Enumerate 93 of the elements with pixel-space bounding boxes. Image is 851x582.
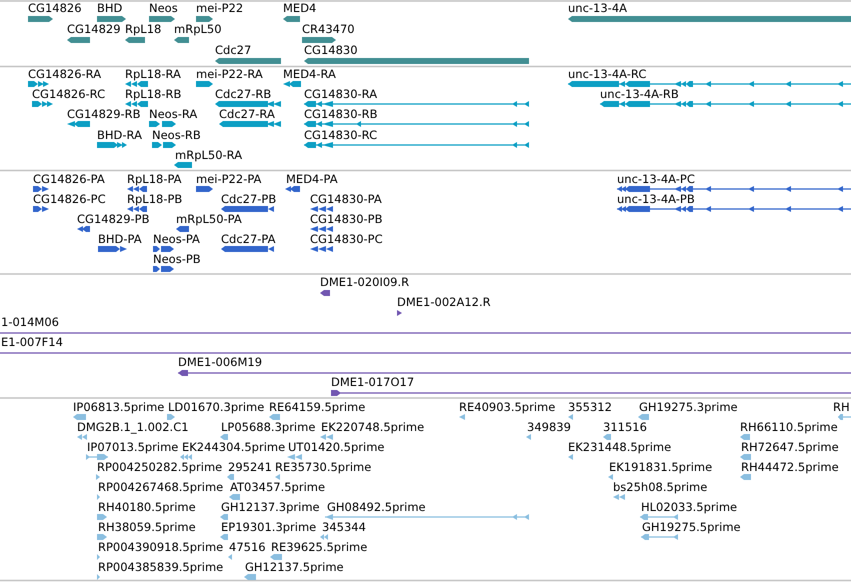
feature-label: RP004385839.5prime: [98, 560, 224, 574]
feature-label: LP05688.3prime: [221, 420, 316, 434]
feature-label: CG14830-RB: [304, 108, 378, 122]
feature-label: AT03457.5prime: [230, 480, 326, 494]
feature-label: RH44472.5prime: [741, 460, 839, 474]
feature-label: GH19275.3prime: [639, 400, 738, 414]
feature-label: Cdc27: [215, 44, 252, 57]
feature-label: RH72647.5prime: [741, 440, 839, 454]
feature-label: EK244304.5prime: [182, 440, 286, 454]
feature-label: GH12137.5prime: [245, 560, 344, 574]
feature-label: EP19301.3prime: [221, 520, 316, 534]
feature-label: CG14830-RC: [304, 128, 378, 142]
feature-label: UT01420.5prime: [288, 440, 384, 454]
feature-label: RpL18-PA: [127, 172, 182, 186]
feature-label: GH19275.5prime: [642, 520, 741, 534]
feature-label: RH38059.5prime: [98, 520, 196, 534]
feature-label: Neos-PB: [153, 252, 201, 266]
feature-label: MED4-PA: [286, 172, 338, 186]
feature-label: 349839: [527, 420, 571, 434]
feature-label: DME1-017O17: [331, 376, 414, 389]
feature-label: RpL18-RA: [125, 68, 181, 82]
feature-label: CR43470: [302, 22, 355, 36]
feature-label: BHD-PA: [98, 232, 142, 246]
feature-label: RE64159.5prime: [269, 400, 366, 414]
feature-label: BHD-RA: [97, 128, 142, 142]
feature-label: RH40180.5prime: [98, 500, 196, 514]
feature-label: 1-014M06: [1, 316, 59, 329]
feature-label: CG14830-PC: [310, 232, 383, 246]
feature-label: RE40903.5prime: [459, 400, 556, 414]
feature-label: RpL18-RB: [125, 88, 182, 102]
feature-label: EK220748.5prime: [321, 420, 424, 434]
feature-label: mRpL50-RA: [175, 148, 242, 162]
feature-label: RpL18-PB: [127, 192, 182, 206]
feature-label: EK231448.5prime: [568, 440, 672, 454]
feature-label: unc-13-4A-PC: [617, 172, 695, 186]
feature-label: bs25h08.5prime: [613, 480, 708, 494]
feature-label: DME1-002A12.R: [397, 296, 491, 309]
feature-label: RP004390918.5prime: [98, 540, 224, 554]
feature-label: CG14830-RA: [304, 88, 378, 102]
feature-label: RpL18: [125, 22, 162, 36]
feature-label: IP06813.5prime: [73, 400, 164, 414]
feature-label: Cdc27-PA: [221, 232, 276, 246]
feature-label: DME1-006M19: [178, 356, 262, 369]
feature-label: Cdc27-PB: [221, 192, 276, 206]
feature-label: 47516: [229, 540, 266, 554]
feature-label: Neos-PA: [153, 232, 200, 246]
feature-label: 295241: [228, 460, 272, 474]
feature-label: unc-13-4A-PB: [617, 192, 695, 206]
feature-label: 311516: [603, 420, 647, 434]
feature-label: CG14830-PA: [310, 192, 382, 206]
feature-label: CG14826-PA: [33, 172, 105, 186]
feature-label: 355312: [568, 400, 612, 414]
feature-label: unc-13-4A: [568, 2, 628, 15]
feature-label: unc-13-4A-RB: [600, 88, 679, 102]
feature-label: CG14826-PC: [33, 192, 106, 206]
feature-label: Neos-RB: [152, 128, 201, 142]
feature-label: GH12137.3prime: [221, 500, 320, 514]
feature-label: DMG2B.1_1.002.C1: [77, 420, 189, 434]
feature-label: E1-007F14: [1, 336, 63, 349]
feature-label: Cdc27-RA: [219, 108, 275, 122]
feature-label: Neos: [149, 2, 178, 15]
feature-label: CG14826: [28, 2, 82, 15]
feature-label: CG14830-PB: [310, 212, 382, 226]
feature-label: BHD: [97, 2, 122, 15]
feature-label: MED4: [283, 2, 316, 15]
feature-label: RP004267468.5prime: [98, 480, 224, 494]
feature-label: mRpL50: [174, 22, 222, 36]
feature-label: LD01670.3prime: [168, 400, 264, 414]
feature-label: mei-P22: [196, 2, 244, 15]
feature-label: mei-P22-RA: [196, 68, 263, 82]
feature-label: CG14826-RA: [28, 68, 102, 82]
feature-label: EK191831.5prime: [609, 460, 712, 474]
feature-label: unc-13-4A-RC: [568, 68, 646, 82]
feature-label: CG14829: [67, 22, 121, 36]
feature-label: HL02033.5prime: [641, 500, 738, 514]
feature-label: RH: [833, 400, 850, 414]
feature-label: RP004250282.5prime: [97, 460, 222, 474]
feature-label: CG14829-RB: [67, 108, 141, 122]
feature-label: GH08492.5prime: [327, 500, 426, 514]
feature-label: mei-P22-PA: [196, 172, 262, 186]
feature-label: DME1-020I09.R: [320, 276, 410, 289]
feature-label: 345344: [322, 520, 366, 534]
feature-label: mRpL50-PA: [176, 212, 242, 226]
feature-label: Cdc27-RB: [215, 88, 272, 102]
feature-label: Neos-RA: [149, 108, 198, 122]
feature-label: RE39625.5prime: [271, 540, 368, 554]
feature-label: CG14830: [304, 44, 358, 57]
feature-label: MED4-RA: [283, 68, 336, 82]
feature-label: IP07013.5prime: [87, 440, 178, 454]
feature-label: CG14826-RC: [32, 88, 106, 102]
feature-label: CG14829-PB: [77, 212, 150, 226]
feature-label: RH66110.5prime: [740, 420, 838, 434]
feature-label: RE35730.5prime: [275, 460, 372, 474]
